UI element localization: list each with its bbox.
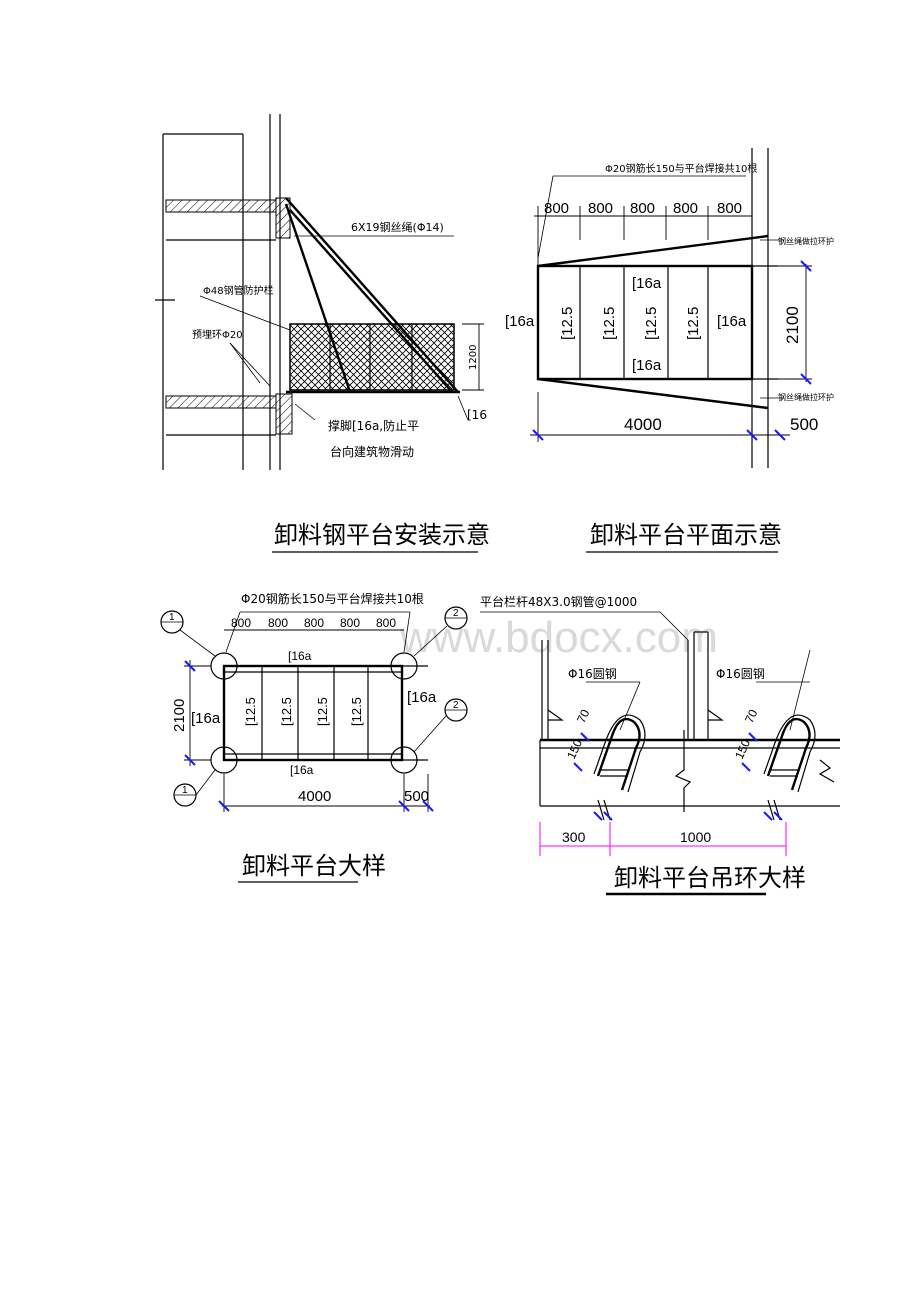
plan-length-dim: 4000	[624, 415, 662, 434]
ring-circle-br	[390, 746, 418, 774]
detail-caption: 卸料平台大样	[242, 852, 386, 880]
u-bar-right	[766, 717, 811, 791]
detail-overhang-dim: 500	[404, 788, 429, 805]
detail-spacing-1: 800	[231, 616, 251, 630]
plan-rope-top-label: 钢丝绳做拉环护	[778, 236, 834, 246]
detail-width-dim: 2100	[171, 699, 188, 732]
ring-dim-300: 300	[562, 829, 586, 845]
detail-spacing-3: 800	[304, 616, 324, 630]
marker-2-top-label: 2	[453, 608, 459, 619]
plan-spacing-4: 800	[673, 200, 698, 217]
plan-cell-4: [12.5	[685, 307, 702, 340]
plan-rope-bottom-label: 钢丝绳做拉环护	[778, 392, 834, 402]
rope-2	[289, 209, 453, 393]
rope-3	[285, 197, 459, 393]
rail-label: Φ48钢管防护栏	[203, 284, 274, 297]
marker-1-bottom-label: 1	[182, 785, 188, 796]
rope-1	[284, 203, 352, 393]
detail-spacing-2: 800	[268, 616, 288, 630]
plan-mid-bottom: [16a	[632, 357, 662, 374]
detail-cell-4: [12.5	[349, 697, 364, 726]
detail-left-beam: [16a	[191, 710, 221, 727]
install-caption: 卸料钢平台安装示意	[274, 521, 490, 549]
plan-spacing-2: 800	[588, 200, 613, 217]
plan-rope-bottom	[537, 377, 769, 410]
ring-circle-tr	[390, 652, 418, 680]
plan-rope-top	[537, 234, 769, 268]
detail-top-note: Φ20钢筋长150与平台焊接共10根	[241, 591, 424, 606]
detail-length-dim: 4000	[298, 788, 331, 805]
detail-right-beam: [16a	[407, 689, 437, 706]
install-note-line2: 台向建筑物滑动	[330, 444, 414, 459]
ring-rail-note: 平台栏杆48X3.0钢管@1000	[480, 594, 637, 609]
plan-cell-2: [12.5	[601, 307, 618, 340]
plan-cell-1: [12.5	[559, 307, 576, 340]
detail-cell-1: [12.5	[243, 697, 258, 726]
plan-diagram: Φ20钢筋长150与平台焊接共10根 800 800 800 800 800 钢…	[505, 148, 834, 553]
detail-spacing-4: 800	[340, 616, 360, 630]
install-diagram: 1200 6X19钢丝绳(Φ14) Φ48钢管防护栏 预埋环Φ20 [16 撑脚…	[155, 114, 490, 553]
ring-diagram: 平台栏杆48X3.0钢管@1000 Φ16圆钢 70 150 Φ16圆钢 70 …	[480, 594, 840, 896]
ring-dim-70-right: 70	[742, 707, 760, 725]
ring-dim-1000: 1000	[680, 829, 711, 845]
plan-top-note: Φ20钢筋长150与平台焊接共10根	[605, 162, 757, 175]
lower-slab	[165, 395, 277, 409]
lower-edge-beam	[275, 393, 293, 435]
plan-spacing-3: 800	[630, 200, 655, 217]
detail-spacing-5: 800	[376, 616, 396, 630]
ring-label: 预埋环Φ20	[192, 329, 243, 341]
watermark-text: www.bdocx.com	[399, 613, 718, 662]
detail-bottom-beam: [16a	[290, 763, 314, 777]
plan-right-beam: [16a	[717, 313, 747, 330]
ring-steel-right: Φ16圆钢	[716, 667, 765, 681]
detail-cell-3: [12.5	[315, 697, 330, 726]
upper-slab	[165, 199, 277, 213]
plan-cell-3: [12.5	[643, 307, 660, 340]
install-note-line1: 撑脚[16a,防止平	[328, 418, 419, 433]
plan-overhang-dim: 500	[790, 415, 818, 434]
marker-1-top-label: 1	[169, 612, 175, 623]
plan-spacing-5: 800	[717, 200, 742, 217]
plan-caption: 卸料平台平面示意	[590, 521, 782, 549]
ring-steel-left: Φ16圆钢	[568, 667, 617, 681]
plan-spacing-1: 800	[544, 200, 569, 217]
beam-tag: [16	[467, 408, 487, 422]
protective-rail	[289, 323, 455, 391]
ring-dim-70-left: 70	[574, 707, 592, 725]
detail-diagram: 1 1 2 2 Φ20钢筋长150与平台焊接共10根 800 800 800 8…	[160, 591, 468, 883]
upper-edge-beam	[275, 197, 291, 239]
detail-top-beam: [16a	[288, 649, 312, 663]
detail-platform	[222, 664, 404, 762]
plan-width-dim: 2100	[783, 306, 802, 344]
marker-2-mid-label: 2	[453, 700, 459, 711]
ring-caption: 卸料平台吊环大样	[614, 864, 806, 892]
plan-left-beam: [16a	[505, 313, 535, 330]
plan-platform	[536, 264, 754, 381]
height-dim-label: 1200	[468, 345, 479, 370]
plan-mid-top: [16a	[632, 275, 662, 292]
rope-label: 6X19钢丝绳(Φ14)	[351, 220, 444, 234]
u-bar-left	[596, 717, 641, 791]
detail-cell-2: [12.5	[279, 697, 294, 726]
